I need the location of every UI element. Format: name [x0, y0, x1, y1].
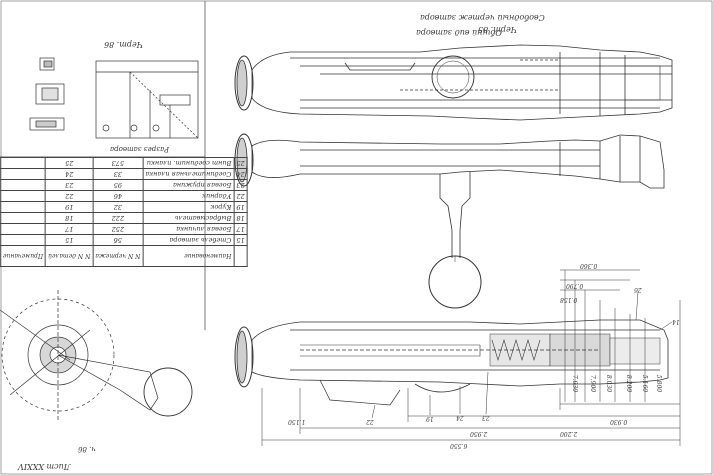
- header-drawing-no: N N чертежа: [92, 245, 143, 267]
- row-note: [0, 179, 46, 191]
- table-row: 17 Боевая личинка 252 17: [0, 223, 248, 235]
- dimension-text: 7.030: [571, 374, 579, 393]
- callout-24: 24: [456, 414, 464, 421]
- small-section-drawing: [29, 57, 199, 139]
- callout-23: 23: [482, 414, 490, 421]
- row-pos: 15: [233, 234, 248, 246]
- row-note: [0, 234, 46, 246]
- dimension-text: 7.900: [589, 374, 597, 393]
- dimension-text: 8.030: [605, 374, 613, 393]
- dimension-text: 5.160: [641, 374, 649, 393]
- callout-22: 22: [366, 418, 374, 425]
- row-drawing: 33: [92, 168, 143, 180]
- header-name: Наименование: [142, 245, 234, 267]
- dimension-text: 5.800: [655, 374, 663, 393]
- row-drawing: 46: [92, 190, 143, 202]
- row-name: Ударник: [142, 190, 234, 202]
- dimension-text: 2.950: [470, 430, 488, 437]
- parts-table-body: Наименование N N чертежа N N деталей При…: [0, 157, 248, 267]
- row-name: Соединительная планка: [142, 168, 234, 180]
- table-row: 25 Винт соединит. планки 573 25: [0, 157, 248, 169]
- row-name: Боевая пружина: [142, 179, 234, 191]
- bolt-top-view: [234, 44, 673, 121]
- row-note: [0, 212, 46, 224]
- table-row: 19 Курок 32 19: [0, 201, 248, 213]
- table-header-row: Наименование N N чертежа N N деталей При…: [0, 245, 248, 267]
- row-drawing: 222: [92, 212, 143, 224]
- header-part-no: N N деталей: [45, 245, 93, 267]
- row-note: [0, 168, 46, 180]
- cross-section-view: [0, 290, 193, 420]
- dimension-lines: [261, 269, 681, 446]
- row-drawing: 32: [92, 201, 143, 213]
- row-pos: 17: [233, 223, 248, 235]
- row-name: Винт соединит. планки: [142, 157, 234, 169]
- row-name: Выбрасыватель: [142, 212, 234, 224]
- table-row: 24 Соединительная планка 33 24: [0, 168, 248, 180]
- table-row: 22 Ударник 46 22: [0, 190, 248, 202]
- header-note: Примечание: [0, 245, 46, 267]
- row-drawing: 573: [92, 157, 143, 169]
- row-part: 22: [45, 190, 93, 202]
- row-drawing: 95: [92, 179, 143, 191]
- row-note: [0, 201, 46, 213]
- dimension-text: 0.360: [580, 262, 598, 269]
- dimension-text: 8.200: [625, 374, 633, 393]
- callout-14: 14: [672, 318, 680, 325]
- row-note: [0, 223, 46, 235]
- table-row: 18 Выбрасыватель 222 18: [0, 212, 248, 224]
- row-name: Стебель затвора: [142, 234, 234, 246]
- row-part: 15: [45, 234, 93, 246]
- row-part: 18: [45, 212, 93, 224]
- dimension-text: 6.550: [450, 442, 468, 449]
- row-pos: 22: [233, 190, 248, 202]
- small-drawing-label: Черт. 86: [104, 40, 143, 49]
- row-part: 24: [45, 168, 93, 180]
- row-name: Курок: [142, 201, 234, 213]
- callout-26: 26: [634, 286, 642, 293]
- table-row: 23 Боевая пружина 95 23: [0, 179, 248, 191]
- row-drawing: 5б: [92, 234, 143, 246]
- row-pos: 18: [233, 212, 248, 224]
- row-part: 17: [45, 223, 93, 235]
- drawing-title: Общий вид затвора: [416, 28, 502, 37]
- row-pos: 23: [233, 179, 248, 191]
- dimension-text: 0.158: [560, 296, 578, 303]
- dimension-text: 2.200: [560, 430, 578, 437]
- row-pos: 24: [233, 168, 248, 180]
- corner-mark: ч. 86: [78, 445, 96, 453]
- bolt-side-view: [234, 133, 665, 309]
- row-part: 19: [45, 201, 93, 213]
- dimension-text: 0.790: [566, 282, 584, 289]
- small-drawing-caption: Разрез затвора: [110, 145, 169, 153]
- table-row: 15 Стебель затвора 5б 15: [0, 234, 248, 246]
- row-note: [0, 190, 46, 202]
- row-note: [0, 157, 46, 169]
- page-footer: Лист XXXIV: [18, 462, 71, 471]
- dimension-text: 0.930: [610, 418, 628, 425]
- callout-19: 19: [426, 415, 434, 422]
- bolt-section-view: [234, 291, 673, 419]
- row-name: Боевая личинка: [142, 223, 234, 235]
- row-pos: 19: [233, 201, 248, 213]
- row-part: 23: [45, 179, 93, 191]
- parts-table: Наименование N N чертежа N N деталей При…: [0, 157, 248, 267]
- row-drawing: 252: [92, 223, 143, 235]
- row-pos: 25: [233, 157, 248, 169]
- header-pos: [233, 245, 248, 267]
- drawing-subtitle: Свободный чертеж затвора: [420, 13, 545, 22]
- dimension-text: 1.150: [288, 418, 306, 425]
- row-part: 25: [45, 157, 93, 169]
